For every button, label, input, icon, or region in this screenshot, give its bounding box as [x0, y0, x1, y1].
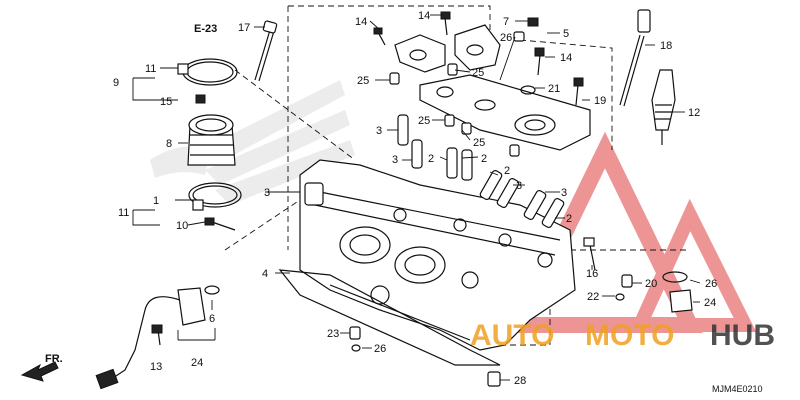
- callout-3: 3: [561, 187, 567, 199]
- dashed-leader-left: [234, 69, 356, 161]
- callout-14: 14: [560, 52, 572, 64]
- front-direction-label: FR.: [45, 353, 63, 365]
- callout-12: 12: [688, 107, 700, 119]
- callout-25: 25: [357, 75, 369, 87]
- callout-4: 4: [262, 268, 268, 280]
- cam-sensor: [95, 285, 220, 390]
- watermark-text: AUTO MOTO HUB: [470, 319, 775, 352]
- callout-3: 3: [264, 187, 270, 199]
- callout-2: 2: [566, 213, 572, 225]
- callout-21: 21: [548, 83, 560, 95]
- callout-2: 2: [428, 153, 434, 165]
- callout-26: 26: [374, 343, 386, 355]
- dowel-pins: [389, 63, 520, 157]
- watermark-part3: HUB: [710, 319, 775, 352]
- cam-cap-right: [454, 24, 501, 71]
- callout-27: 27: [0, 0, 12, 3]
- diagram-code: MJM4E0210: [712, 384, 763, 394]
- callout-11: 11: [118, 207, 129, 219]
- leader-lines: [132, 14, 701, 381]
- callout-3: 3: [392, 154, 398, 166]
- callout-20: 20: [645, 278, 657, 290]
- cam-cap-left: [394, 34, 446, 73]
- callout-26: 26: [500, 32, 512, 44]
- callout-23: 23: [327, 328, 339, 340]
- sealing-washer: [520, 85, 536, 95]
- callout-24: 24: [704, 297, 716, 309]
- callout-25: 25: [472, 67, 484, 79]
- stud-bolt-17: [254, 20, 278, 82]
- front-direction-arrow: FR.: [20, 353, 63, 382]
- callout-18: 18: [660, 40, 672, 52]
- intake-insulator: [187, 114, 236, 166]
- clamp-upper: [177, 58, 238, 86]
- callout-14: 14: [418, 10, 430, 22]
- stud-bolt-18: [619, 9, 651, 107]
- background-wing-logo: [150, 80, 355, 205]
- dashed-frame-top: [288, 5, 491, 40]
- cylinder-head: [299, 159, 576, 351]
- callout-24: 24: [191, 357, 203, 369]
- callout-9: 9: [113, 77, 119, 89]
- callout-26: 26: [705, 278, 717, 290]
- callout-25: 25: [473, 137, 485, 149]
- callout-7: 7: [503, 16, 509, 28]
- callout-6: 6: [209, 313, 215, 325]
- callout-13: 13: [150, 361, 162, 373]
- callout-5: 5: [563, 28, 569, 40]
- head-gasket: [278, 269, 501, 366]
- callout-3: 3: [376, 125, 382, 137]
- callout-11: 11: [145, 63, 156, 75]
- callout-25: 25: [418, 115, 430, 127]
- callout-2: 2: [504, 165, 510, 177]
- dashed-frame-right: [519, 39, 613, 150]
- watermark-part1: AUTO: [470, 319, 554, 352]
- valve-guides: [397, 114, 565, 228]
- callout-22: 22: [587, 291, 599, 303]
- reference-label: E-23: [194, 23, 217, 35]
- watermark-part2: MOTO: [585, 319, 674, 352]
- clamp-lower: [188, 182, 242, 211]
- callout-19: 19: [594, 95, 606, 107]
- callout-28: 28: [514, 375, 526, 387]
- callout-1: 1: [153, 195, 159, 207]
- camshaft-holder: [419, 74, 591, 151]
- callout-14: 14: [355, 16, 367, 28]
- callout-3: 3: [516, 180, 522, 192]
- callout-2: 2: [481, 153, 487, 165]
- callout-15: 15: [160, 96, 172, 108]
- callout-10: 10: [176, 220, 188, 232]
- spark-plug: [651, 69, 676, 145]
- right-small-parts: [349, 271, 693, 387]
- callout-8: 8: [166, 138, 172, 150]
- small-bolts: [151, 11, 596, 346]
- dashed-leader-sensor: [224, 199, 301, 251]
- callout-17: 17: [238, 22, 250, 34]
- callout-16: 16: [586, 268, 598, 280]
